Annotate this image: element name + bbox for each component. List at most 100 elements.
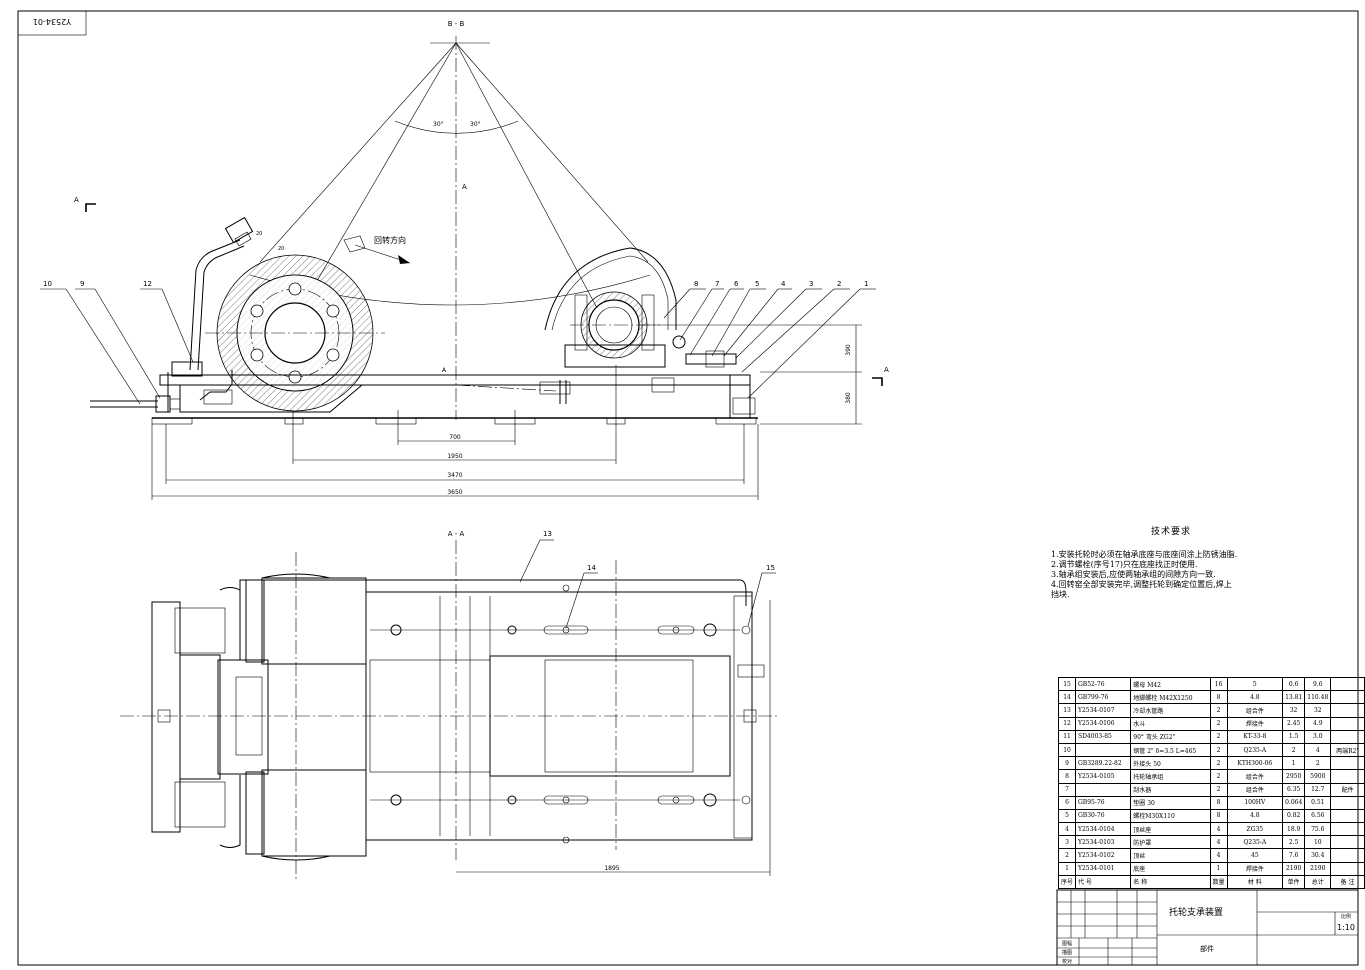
bom-cell: ZG35 — [1226, 822, 1284, 837]
dim-angle-20b: 20 — [278, 246, 284, 252]
bom-cell: 冷却水管路 — [1130, 703, 1211, 718]
bom-cell: 4 — [1057, 822, 1077, 837]
bom-cell: Q235-A — [1226, 742, 1284, 758]
bom-cell — [1330, 861, 1365, 876]
bom-cell: 0.064 — [1282, 795, 1306, 810]
bom-cell: Y2534-0103 — [1075, 835, 1132, 850]
tech-item-2: 2.调节螺栓(序号17)只在底座找正时使用. — [1051, 560, 1198, 569]
drawing-frame — [17, 10, 1359, 966]
dim-700: 700 — [449, 434, 461, 441]
bom-cell: 序号 — [1057, 874, 1077, 890]
bom-cell: 螺栓M30X110 — [1130, 808, 1211, 824]
bom-cell: 两端R2" — [1330, 742, 1365, 758]
bom-cell: 刮水器 — [1130, 782, 1211, 797]
bom-cell: 8 — [1057, 769, 1077, 784]
bom-cell — [1330, 795, 1365, 810]
section-bb-view: B - B 30° 30° A 回转方向 — [40, 20, 889, 500]
bom-cell: 水斗 — [1130, 716, 1211, 731]
bom-cell: 托轮轴承组 — [1130, 769, 1211, 784]
bom-cell: 代 号 — [1075, 874, 1132, 890]
bom-cell: 1 — [1209, 861, 1228, 876]
balloon-15: 15 — [766, 564, 775, 572]
bom-cell — [1330, 769, 1365, 784]
balloon-1: 1 — [864, 280, 868, 288]
title-row-2: 校对 — [1062, 958, 1072, 965]
bom-cell: 90° 弯头 ZG2" — [1130, 729, 1211, 744]
title-scale-label: 比例 — [1341, 913, 1351, 920]
bom-cell: 14 — [1057, 690, 1077, 705]
bom-cell: KTH300-06 — [1226, 756, 1284, 771]
bom-cell: 顶丝座 — [1130, 822, 1211, 837]
dim-1950: 1950 — [447, 453, 462, 460]
tech-item-5: 挡块. — [1051, 590, 1070, 599]
bom-cell: 2190 — [1304, 861, 1332, 876]
bom-cell: 组合件 — [1226, 782, 1284, 797]
title-scale: 1:10 — [1337, 923, 1355, 932]
bom-cell: 2 — [1304, 756, 1332, 771]
bom-cell: Y2534-0107 — [1075, 703, 1132, 718]
bom-cell: 11 — [1057, 729, 1077, 744]
bom-cell: 16 — [1209, 676, 1228, 692]
balloon-5: 5 — [755, 280, 759, 288]
bom-cell: 15 — [1057, 676, 1077, 692]
bom-cell: 2190 — [1282, 861, 1306, 876]
section-a-top: A — [462, 183, 467, 191]
balloon-10: 10 — [43, 280, 52, 288]
title-block: 托轮支承装置 部件 比例 1:10 图幅 描图 校对 — [1056, 889, 1359, 966]
bom-cell: 焊接件 — [1226, 861, 1284, 876]
title-name: 托轮支承装置 — [1169, 906, 1223, 918]
left-roller-top — [261, 577, 367, 665]
bom-cell: 4 — [1209, 822, 1228, 837]
bom-cell: 6.56 — [1304, 808, 1332, 824]
bom-cell: 12.7 — [1304, 782, 1332, 797]
bom-cell: 地脚螺栓 M42X1250 — [1130, 690, 1211, 705]
section-aa-label: A - A — [448, 530, 465, 538]
bom-cell: 4.9 — [1304, 716, 1332, 731]
bom-cell: GB95-76 — [1075, 795, 1132, 810]
bom-cell: 4.8 — [1226, 690, 1284, 705]
balloon-8: 8 — [694, 280, 698, 288]
bom-cell: 0.51 — [1304, 795, 1332, 810]
bom-cell: 7.6 — [1282, 848, 1306, 863]
bom-cell: 9 — [1057, 756, 1077, 771]
dim-390: 390 — [845, 344, 852, 356]
bom-cell: 组合件 — [1226, 769, 1284, 784]
dim-3470: 3470 — [447, 472, 462, 479]
balloon-6: 6 — [734, 280, 739, 288]
bom-cell: GB30-76 — [1075, 808, 1132, 824]
rotation-direction-label: 回转方向 — [374, 235, 406, 245]
bom-cell: 组合件 — [1226, 703, 1284, 718]
dim-380: 380 — [845, 392, 852, 404]
bom-cell: 2 — [1209, 703, 1228, 718]
bom-cell: 5 — [1057, 808, 1077, 824]
bom-cell: Y2534-0101 — [1075, 861, 1132, 876]
bom-cell: 钢管 2" δ=3.5 L=465 — [1130, 742, 1211, 758]
bom-cell — [1075, 782, 1132, 797]
bom-cell: 数量 — [1209, 874, 1228, 890]
section-a-mark: A — [442, 367, 447, 374]
tech-item-1: 1.安装托轮时必须在轴承底座与底座间涂上防锈油脂. — [1051, 550, 1238, 559]
bom-cell: SD4003-85 — [1075, 729, 1132, 744]
title-row-1: 描图 — [1062, 949, 1072, 956]
bom-cell: 75.6 — [1304, 822, 1332, 837]
bom-cell: 焊接件 — [1226, 716, 1284, 731]
tech-title: 技术要求 — [1150, 527, 1191, 537]
tech-item-4: 4.回转窑全部安装完毕,调整托轮到确定位置后,焊上 — [1051, 580, 1232, 589]
bom-cell: 6.35 — [1282, 782, 1306, 797]
bom-cell: 2950 — [1282, 769, 1306, 784]
bom-cell: 垫圈 30 — [1130, 795, 1211, 810]
bom-cell — [1330, 848, 1365, 863]
bom-cell — [1330, 703, 1365, 718]
bom-cell: 4 — [1304, 742, 1332, 758]
bom-cell: 30.4 — [1304, 848, 1332, 863]
balloon-12: 12 — [143, 280, 152, 288]
section-bb-label: B - B — [448, 20, 465, 28]
bom-cell: 4 — [1209, 848, 1228, 863]
bom-cell: 45 — [1226, 848, 1284, 863]
bom-cell: 2 — [1282, 742, 1306, 758]
